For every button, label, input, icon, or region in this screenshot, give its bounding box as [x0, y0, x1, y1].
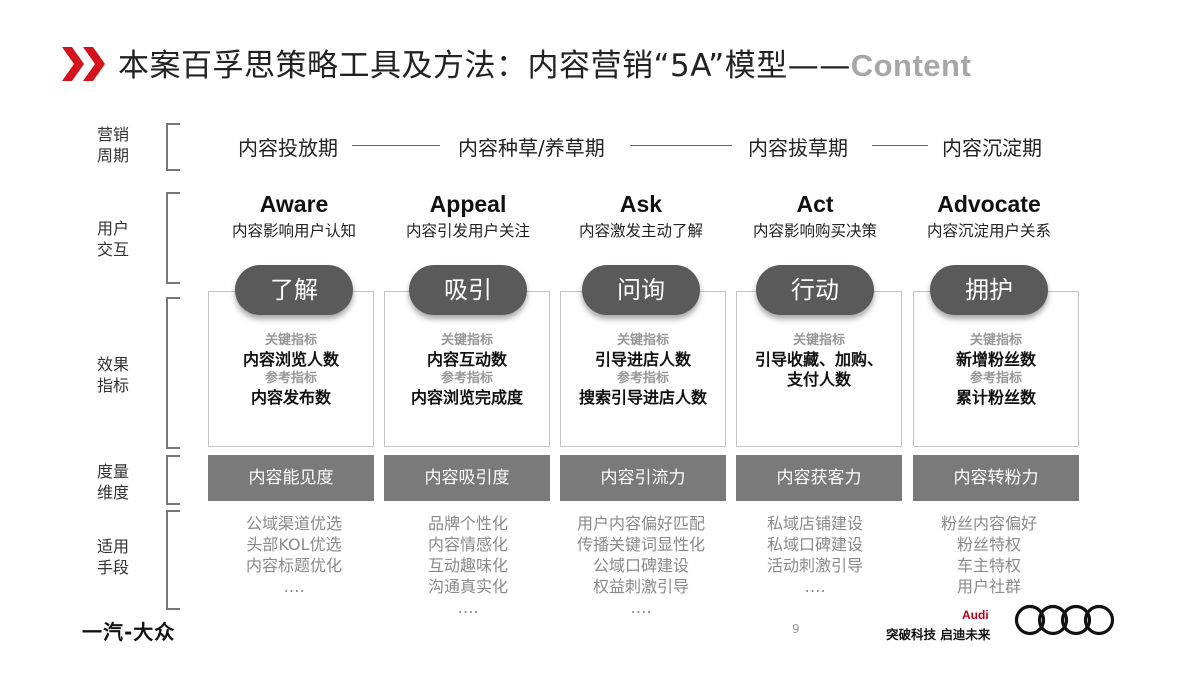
methods-list: 私域店铺建设 私域口碑建设 活动刺激引导 ….: [730, 513, 900, 597]
cycle-connector: [872, 145, 928, 146]
method-item: 用户内容偏好匹配: [576, 514, 705, 533]
dimension-bar: 内容吸引度: [384, 455, 550, 501]
stage-pill-inquire: 问询: [582, 265, 700, 315]
page-title-accent: Content: [850, 48, 972, 83]
cycle-connector: [352, 145, 440, 146]
row-label-methods: 适用 手段: [96, 537, 129, 577]
audi-slogan: 突破科技 启迪未来: [886, 627, 991, 642]
dimension-bar: 内容获客力: [736, 455, 902, 501]
metrics-box: 关键指标 内容互动数 参考指标 内容浏览完成度: [384, 291, 550, 447]
dimension-bar: 内容引流力: [560, 455, 726, 501]
bracket: [166, 297, 180, 449]
stage-title-appeal: Appeal: [429, 191, 507, 217]
ref-metric-label: 参考指标: [264, 371, 317, 386]
method-item: ….: [283, 577, 305, 596]
audi-wordmark: Audi: [962, 608, 989, 622]
cycle-stage-1: 内容投放期: [238, 136, 338, 160]
method-item: 私域店铺建设: [766, 514, 863, 533]
stage-subtitle: 内容激发主动了解: [578, 222, 703, 240]
method-item: 活动刺激引导: [766, 556, 863, 575]
page-title-main: 本案百孚思策略工具及方法：内容营销“5A”模型——: [118, 48, 851, 84]
stage-pill-action: 行动: [756, 265, 874, 315]
metrics-box: 关键指标 引导收藏、加购、 支付人数: [736, 291, 902, 447]
method-item: 粉丝特权: [956, 535, 1021, 554]
row-label-interaction: 用户 交互: [96, 219, 129, 259]
bracket: [166, 455, 180, 505]
page-title: 本案百孚思策略工具及方法：内容营销“5A”模型——Content: [118, 40, 971, 85]
method-item: 私域口碑建设: [766, 535, 863, 554]
dimension-bar: 内容能见度: [208, 455, 374, 501]
key-metric-value: 新增粉丝数: [955, 350, 1036, 369]
key-metric-value: 引导收藏、加购、 支付人数: [754, 350, 883, 389]
audi-rings-icon: [1014, 604, 1115, 636]
stage-subtitle: 内容引发用户关注: [405, 222, 530, 240]
row-label-cycle: 营销 周期: [96, 125, 129, 165]
ref-metric-value: 累计粉丝数: [955, 388, 1036, 407]
key-metric-value: 引导进店人数: [594, 350, 691, 369]
method-item: 沟通真实化: [427, 577, 508, 596]
ref-metric-label: 参考指标: [969, 371, 1022, 386]
ref-metric-value: 内容浏览完成度: [410, 388, 523, 407]
stage-pill-advocate: 拥护: [930, 265, 1048, 315]
cycle-stage-3: 内容拔草期: [748, 136, 848, 160]
method-item: 权益刺激引导: [592, 577, 689, 596]
method-item: ….: [804, 577, 826, 596]
metrics-box: 关键指标 内容浏览人数 参考指标 内容发布数: [208, 291, 374, 447]
method-item: 公域渠道优选: [245, 514, 342, 533]
key-metric-label: 关键指标: [440, 333, 493, 348]
ref-metric-value: 内容发布数: [250, 388, 331, 407]
bracket: [166, 510, 180, 610]
method-item: ….: [630, 598, 652, 617]
row-label-metrics: 效果 指标: [96, 355, 129, 395]
key-metric-value: 内容浏览人数: [242, 350, 339, 369]
key-metric-label: 关键指标: [969, 333, 1022, 348]
key-metric-label: 关键指标: [792, 333, 845, 348]
page-number: 9: [792, 622, 800, 636]
chevron-icon: [62, 47, 84, 81]
metrics-box: 关键指标 新增粉丝数 参考指标 累计粉丝数: [913, 291, 1079, 447]
method-item: 头部KOL优选: [246, 535, 342, 554]
row-label-dimension: 度量 维度: [96, 462, 129, 502]
ref-metric-label: 参考指标: [616, 371, 669, 386]
methods-list: 粉丝内容偏好 粉丝特权 车主特权 用户社群: [904, 513, 1074, 597]
chevron-icon: [83, 47, 105, 81]
methods-list: 公域渠道优选 头部KOL优选 内容标题优化 ….: [209, 513, 379, 597]
key-metric-label: 关键指标: [616, 333, 669, 348]
stage-subtitle: 内容沉淀用户关系: [926, 222, 1051, 240]
cycle-connector: [630, 145, 732, 146]
method-item: ….: [457, 598, 479, 617]
bracket: [166, 192, 180, 284]
key-metric-value: 内容互动数: [426, 350, 507, 369]
methods-list: 用户内容偏好匹配 传播关键词显性化 公域口碑建设 权益刺激引导 ….: [556, 513, 726, 618]
method-item: 粉丝内容偏好: [940, 514, 1037, 533]
stage-pill-attract: 吸引: [409, 265, 527, 315]
dimension-bar: 内容转粉力: [913, 455, 1079, 501]
bracket: [166, 123, 180, 171]
stage-subtitle: 内容影响购买决策: [752, 222, 877, 240]
method-item: 内容标题优化: [245, 556, 342, 575]
stage-title-aware: Aware: [259, 191, 329, 217]
method-item: 用户社群: [956, 577, 1021, 596]
key-metric-label: 关键指标: [264, 333, 317, 348]
cycle-stage-2: 内容种草/养草期: [458, 136, 605, 160]
ref-metric-label: 参考指标: [440, 371, 493, 386]
method-item: 传播关键词显性化: [576, 535, 705, 554]
stage-title-advocate: Advocate: [937, 191, 1041, 217]
metrics-box: 关键指标 引导进店人数 参考指标 搜索引导进店人数: [560, 291, 726, 447]
method-item: 车主特权: [956, 556, 1021, 575]
methods-list: 品牌个性化 内容情感化 互动趣味化 沟通真实化 ….: [383, 513, 553, 618]
faw-vw-logo: 一汽-大众: [82, 620, 176, 644]
method-item: 品牌个性化: [427, 514, 508, 533]
cycle-stage-4: 内容沉淀期: [942, 136, 1042, 160]
stage-title-act: Act: [796, 191, 834, 217]
method-item: 公域口碑建设: [592, 556, 689, 575]
stage-pill-understand: 了解: [235, 265, 353, 315]
stage-title-ask: Ask: [619, 191, 663, 217]
stage-subtitle: 内容影响用户认知: [231, 222, 356, 240]
method-item: 互动趣味化: [427, 556, 508, 575]
ref-metric-value: 搜索引导进店人数: [578, 388, 707, 407]
method-item: 内容情感化: [427, 535, 508, 554]
